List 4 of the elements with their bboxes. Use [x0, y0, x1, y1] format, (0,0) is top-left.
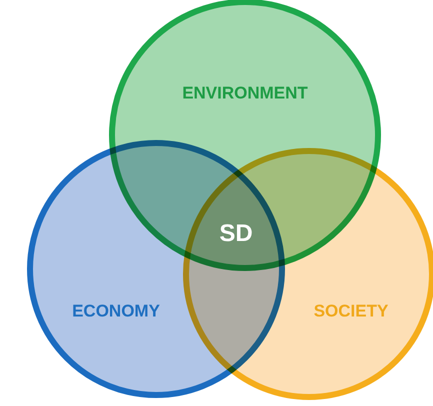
- center-label: SD: [219, 219, 253, 249]
- circle-label: ECONOMY: [72, 300, 160, 322]
- circle-label: SOCIETY: [314, 300, 388, 322]
- circle-label: ENVIRONMENT: [182, 82, 308, 104]
